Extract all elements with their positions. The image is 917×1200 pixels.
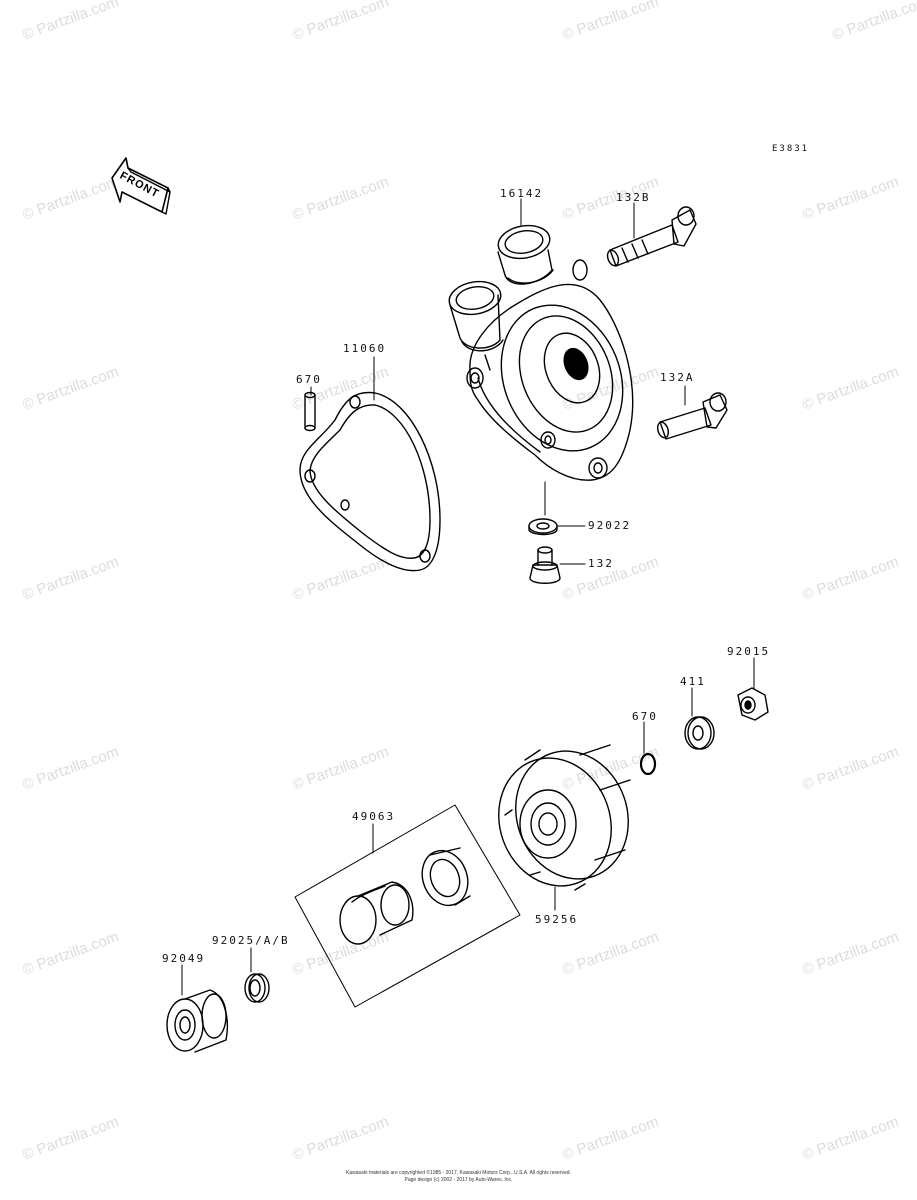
part-label-59256[interactable]: 59256 [535, 913, 579, 926]
nut-92015 [737, 687, 769, 721]
front-arrow-icon [111, 157, 171, 215]
bolt-132a [656, 392, 728, 440]
part-label-16142[interactable]: 16142 [500, 187, 544, 200]
washer-92022 [528, 518, 558, 536]
part-label-92022[interactable]: 92022 [588, 519, 632, 532]
mechanical-seal-box [294, 804, 521, 1008]
pump-cover [448, 224, 634, 481]
part-label-92049[interactable]: 92049 [162, 952, 206, 965]
part-label-670-oring[interactable]: 670 [632, 710, 658, 723]
washer-411 [684, 716, 715, 750]
gasket [299, 391, 441, 572]
part-label-132b[interactable]: 132B [616, 191, 651, 204]
part-label-92015[interactable]: 92015 [727, 645, 771, 658]
dowel-pin [304, 391, 316, 432]
part-label-92025[interactable]: 92025/A/B [212, 934, 290, 947]
copyright-footer-line1: Kawasaki materials are copyrighted ©1985… [346, 1170, 571, 1176]
part-label-670-pin[interactable]: 670 [296, 373, 322, 386]
impeller [498, 744, 631, 891]
bolt-132 [529, 546, 561, 584]
leader-lines [181, 198, 755, 996]
part-label-132[interactable]: 132 [588, 557, 614, 570]
oil-seal [244, 973, 270, 1003]
ball-bearing [166, 989, 228, 1053]
bolt-132b [606, 206, 697, 267]
copyright-footer-line2: Page design (c) 2002 - 2017 by Auto-Ware… [404, 1177, 513, 1183]
part-label-132a[interactable]: 132A [660, 371, 695, 384]
part-label-49063[interactable]: 49063 [352, 810, 396, 823]
part-label-411[interactable]: 411 [680, 675, 706, 688]
part-label-11060[interactable]: 11060 [343, 342, 387, 355]
o-ring [639, 752, 657, 776]
diagram-code: E3831 [772, 144, 810, 154]
